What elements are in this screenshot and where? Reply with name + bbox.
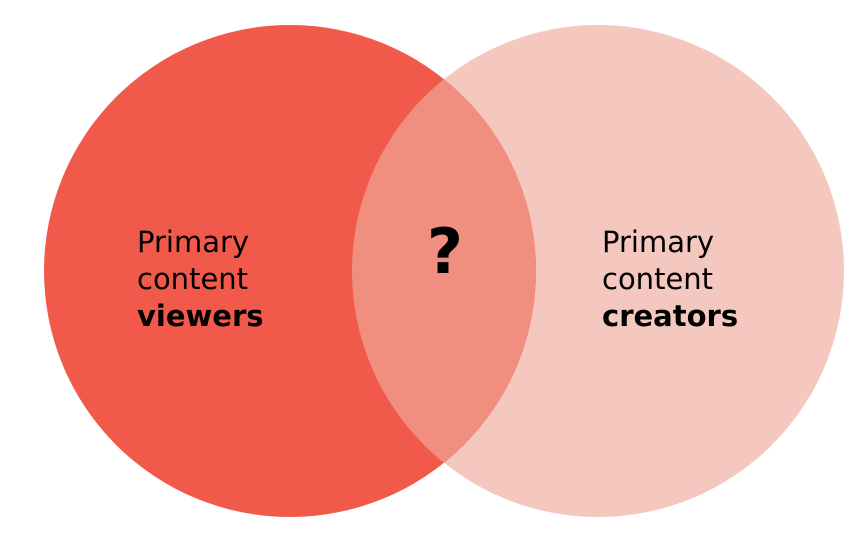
overlap-question-mark: ? (427, 215, 463, 288)
overlap-region (352, 25, 536, 517)
creators-label-line-2: content (602, 262, 714, 296)
viewers-label-line-3: viewers (137, 299, 264, 333)
viewers-label-line-2: content (137, 262, 249, 296)
creators-label-line-3: creators (602, 299, 739, 333)
creators-label-line-1: Primary (602, 225, 715, 259)
viewers-label: Primary content viewers (137, 224, 264, 335)
viewers-label-line-1: Primary (137, 225, 250, 259)
creators-label: Primary content creators (602, 224, 738, 335)
